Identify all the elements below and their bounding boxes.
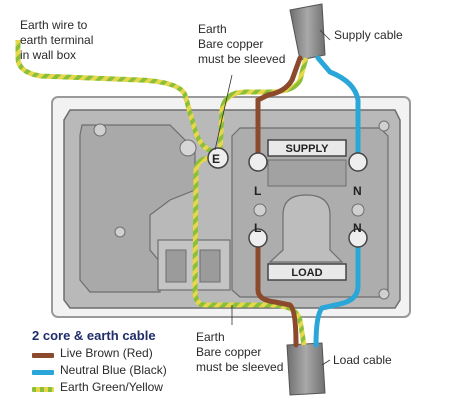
earth-top-label: Earth Bare copper must be sleeved <box>198 22 285 67</box>
supply-recess <box>267 159 347 187</box>
pointer-supply <box>319 29 331 41</box>
earth-top-line-2: Bare copper <box>198 37 264 51</box>
supply-cable-sheath <box>289 3 326 61</box>
legend-swatch-live <box>32 353 54 358</box>
pointer-earth-top <box>214 74 233 151</box>
screw-icon <box>253 203 267 217</box>
earth-bottom-line-1: Earth <box>196 330 225 344</box>
screw-icon <box>179 139 197 157</box>
earth-to-box-line-1: Earth wire to <box>20 18 88 32</box>
terminal-slot-left <box>165 249 187 283</box>
terminal-slot-right <box>199 249 221 283</box>
live-wire-load <box>255 237 299 348</box>
earth-bottom-label: Earth Bare copper must be sleeved <box>196 330 283 375</box>
load-cable-label: Load cable <box>333 353 392 367</box>
screw-icon <box>114 226 126 238</box>
neutral-wire-load <box>313 237 361 348</box>
earth-bottom-line-3: must be sleeved <box>196 360 284 374</box>
neutral-terminal-top-icon <box>348 152 368 172</box>
live-terminal-bottom-icon <box>248 228 268 248</box>
supply-cable-label: Supply cable <box>334 28 403 42</box>
supply-label: SUPPLY <box>285 143 329 155</box>
earth-to-box-label: Earth wire to earth terminal in wall box <box>20 18 93 63</box>
earth-top-line-1: Earth <box>198 22 227 36</box>
pointer-load <box>321 359 331 366</box>
terminal-n-top-label: N <box>353 184 362 198</box>
neutral-terminal-bottom-icon <box>348 228 368 248</box>
legend-swatch-earth <box>32 387 54 392</box>
supply-label-bar <box>267 139 347 157</box>
earth-bottom-line-2: Bare copper <box>196 345 262 359</box>
screw-icon <box>378 288 390 300</box>
earth-wire-to-box <box>15 40 215 155</box>
load-cable-sheath <box>286 342 326 396</box>
load-label-bar <box>267 263 347 281</box>
screw-icon <box>93 123 107 137</box>
terminal-l-bottom-label: L <box>254 221 261 235</box>
terminal-l-top-label: L <box>254 184 261 198</box>
legend-title: 2 core & earth cable <box>32 328 156 343</box>
earth-terminal-icon <box>207 147 229 169</box>
live-terminal-top-icon <box>248 152 268 172</box>
terminal-n-bottom-label: N <box>353 221 362 235</box>
earth-to-box-line-2: earth terminal <box>20 33 94 47</box>
load-label: LOAD <box>291 267 322 279</box>
legend-swatch-neutral <box>32 370 54 375</box>
legend-item-neutral: Neutral Blue (Black) <box>60 363 167 377</box>
neutral-wire-supply <box>315 55 361 161</box>
live-wire-supply <box>255 55 303 161</box>
switch-toggle-housing <box>268 194 344 263</box>
terminal-e-label: E <box>212 152 220 166</box>
earth-wire-supply <box>217 57 309 153</box>
legend-item-earth: Earth Green/Yellow <box>60 380 163 394</box>
legend-item-live: Live Brown (Red) <box>60 346 153 360</box>
screw-icon <box>351 203 365 217</box>
earth-to-box-line-3: in wall box <box>20 48 77 62</box>
earth-top-line-3: must be sleeved <box>198 52 286 66</box>
screw-icon <box>378 120 390 132</box>
